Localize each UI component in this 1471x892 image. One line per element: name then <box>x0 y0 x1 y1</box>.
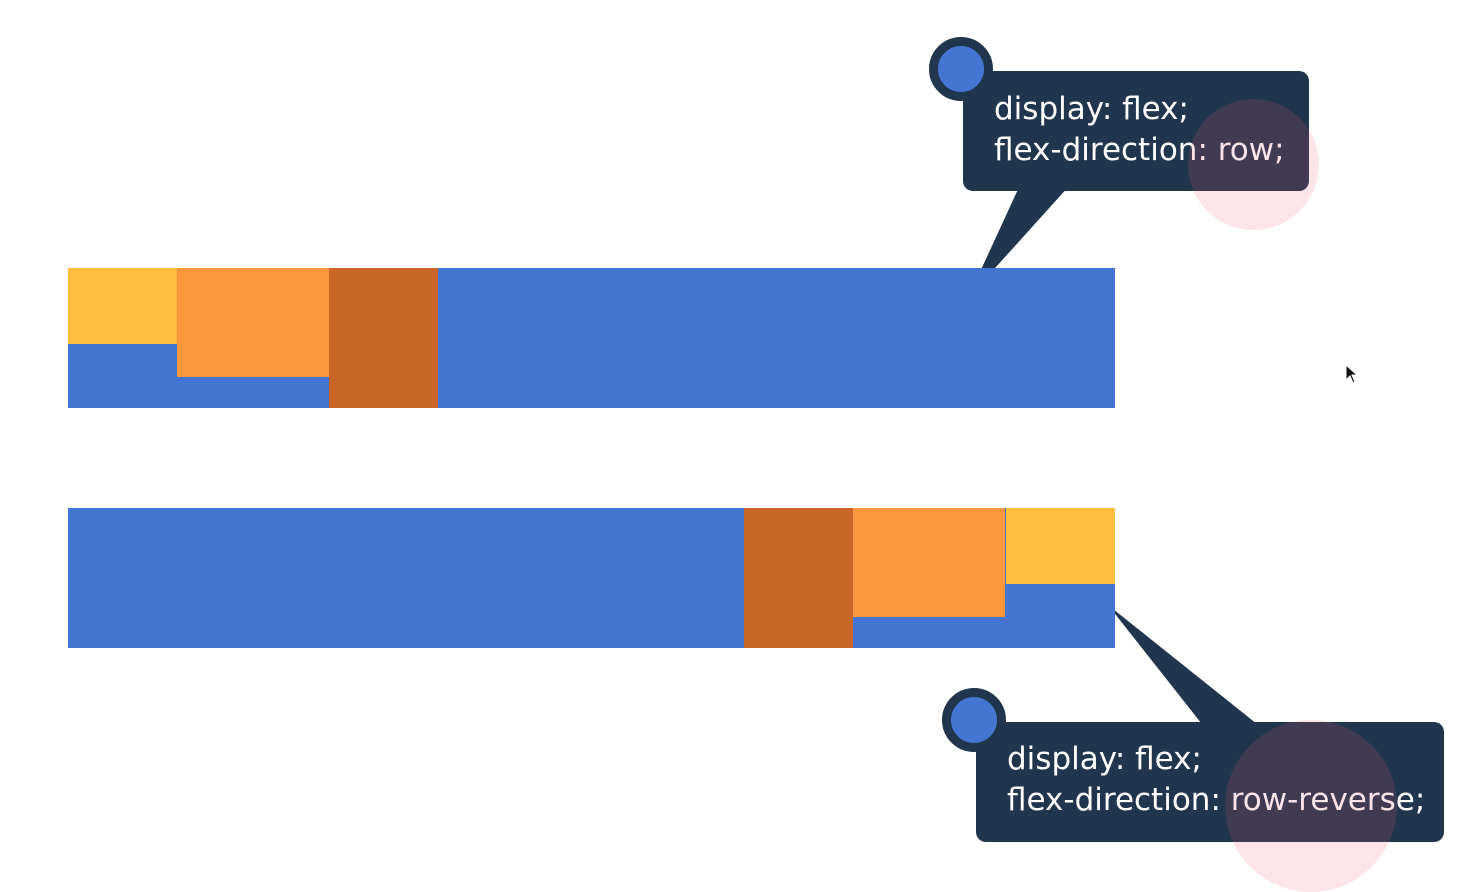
click-highlight <box>1225 720 1397 892</box>
reverse-callout-pointer <box>1108 605 1262 728</box>
callout-display-line: display: flex; <box>994 91 1189 127</box>
flex-item-3 <box>744 508 853 648</box>
flex-row-container <box>68 268 1115 408</box>
circle-dot-icon <box>942 688 1006 752</box>
callout-direction-line: flex-direction: row-reverse; <box>1007 782 1426 818</box>
click-highlight <box>1188 99 1319 230</box>
flex-item-1 <box>68 268 177 344</box>
flex-item-3 <box>329 268 438 408</box>
flex-item-2 <box>177 268 329 377</box>
row-code-callout: display: flex; flex-direction: row; <box>963 71 1309 191</box>
mouse-pointer-icon <box>1345 364 1359 384</box>
row-reverse-code-callout: display: flex; flex-direction: row-rever… <box>976 722 1444 842</box>
callout-direction-line: flex-direction: row; <box>994 132 1285 168</box>
callout-display-line: display: flex; <box>1007 741 1202 777</box>
circle-dot-icon <box>929 37 993 101</box>
flex-row-reverse-container <box>68 508 1115 648</box>
flex-item-1 <box>1006 508 1115 584</box>
flex-item-2 <box>853 508 1005 617</box>
